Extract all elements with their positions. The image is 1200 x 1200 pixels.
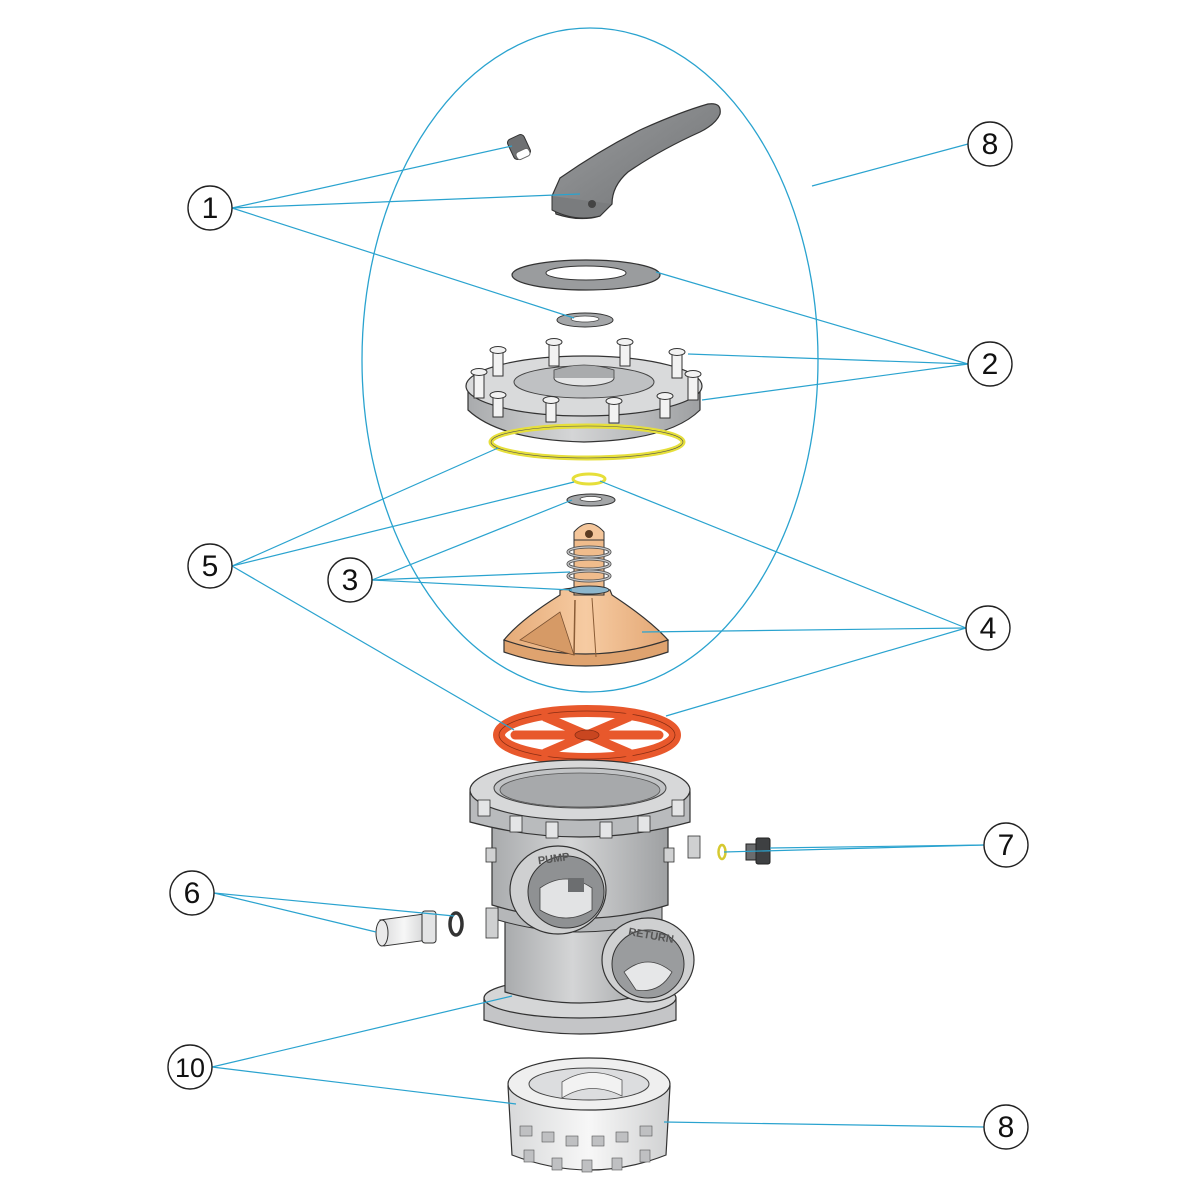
callout-c6: 6 (169, 870, 215, 916)
callout-c8a: 8 (967, 121, 1013, 167)
rotor-diffuser (502, 523, 670, 667)
callout-c3: 3 (327, 557, 373, 603)
callout-markers: 1 2 3 4 5 6 7 8 8 10 (167, 121, 1029, 1150)
star-gasket (493, 705, 681, 765)
callout-circle (967, 121, 1013, 167)
callout-circle (983, 822, 1029, 868)
callout-number: 6 (184, 877, 201, 910)
callout-c5: 5 (187, 543, 233, 589)
callout-c2: 2 (967, 341, 1013, 387)
callout-circle (187, 543, 233, 589)
callout-number: 4 (980, 612, 997, 645)
flat-gasket (511, 259, 661, 291)
callout-number: 5 (202, 550, 219, 583)
handle-part (551, 103, 721, 220)
diffuser-washer (566, 493, 616, 507)
callout-number: 3 (342, 564, 359, 597)
valve-cover (465, 338, 703, 443)
callout-number: 2 (982, 348, 999, 381)
callout-circle (965, 605, 1011, 651)
callout-c7: 7 (983, 822, 1029, 868)
small-o-ring (571, 472, 607, 486)
callout-c10: 10 (167, 1044, 213, 1090)
callout-circle (167, 1044, 213, 1090)
callout-c1: 1 (187, 185, 233, 231)
callout-number: 10 (175, 1053, 205, 1083)
callout-c4: 4 (965, 605, 1011, 651)
callout-number: 8 (998, 1111, 1015, 1144)
group-8-ellipse (361, 27, 819, 693)
callout-number: 7 (998, 829, 1015, 862)
callout-circle (187, 185, 233, 231)
callout-c8b: 8 (983, 1104, 1029, 1150)
callout-circle (983, 1104, 1029, 1150)
callout-circle (327, 557, 373, 603)
pump-port-label: PUMP (537, 851, 570, 867)
callout-circle (169, 870, 215, 916)
side-fitting (375, 910, 464, 947)
lateral-hub (507, 1057, 671, 1173)
valve-body: PUMP RETURN (469, 759, 701, 1035)
callout-circle (967, 341, 1013, 387)
leader-lines (211, 143, 985, 1128)
callout-number: 1 (202, 192, 219, 225)
callout-number: 8 (982, 128, 999, 161)
pin-part (507, 134, 531, 161)
